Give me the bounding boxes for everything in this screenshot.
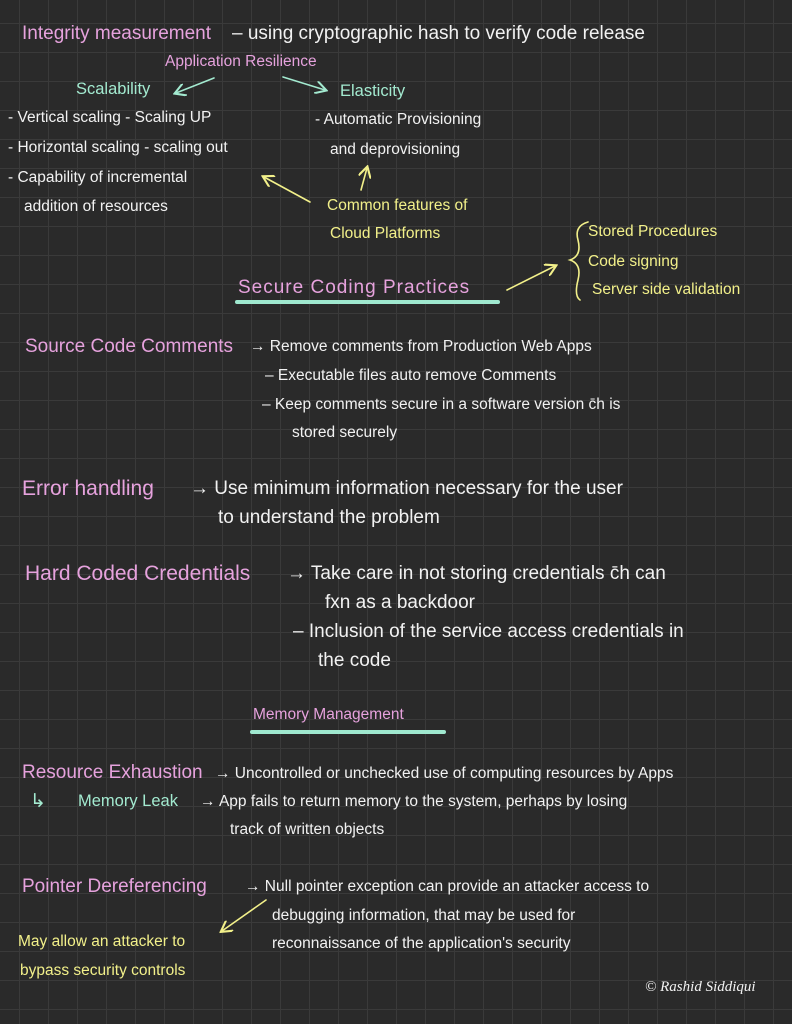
error-handling-line: → Use minimum information necessary for … xyxy=(190,478,623,499)
arrow-to-elasticity xyxy=(282,76,325,90)
pointer-note: May allow an attacker to xyxy=(18,933,186,950)
integrity-definition: – using cryptographic hash to verify cod… xyxy=(232,23,645,44)
source-comments-line: → Remove comments from Production Web Ap… xyxy=(250,338,592,355)
subpoint-arrow-icon: ↳ xyxy=(30,791,46,812)
integrity-term: Integrity measurement xyxy=(22,23,212,44)
arrow-to-secure-items xyxy=(506,266,555,291)
pointer-line: debugging information, that may be used … xyxy=(272,907,576,924)
hard-coded-line: the code xyxy=(318,650,391,671)
memory-leak-line: track of written objects xyxy=(230,821,385,838)
arrow-to-pointer-note xyxy=(222,899,267,931)
memory-underline xyxy=(250,730,446,734)
elasticity-item: - Automatic Provisioning xyxy=(315,111,482,128)
scalability-item: - Vertical scaling - Scaling UP xyxy=(8,109,212,126)
source-comments-line: – Executable files auto remove Comments xyxy=(265,367,557,384)
secure-item: Server side validation xyxy=(592,281,741,298)
source-comments-line: stored securely xyxy=(292,424,398,441)
resource-exhaustion-line: → Uncontrolled or unchecked use of compu… xyxy=(215,765,674,782)
scalability-item: addition of resources xyxy=(24,198,168,215)
resource-exhaustion-term: Resource Exhaustion xyxy=(22,762,203,783)
scalability-item: - Horizontal scaling - scaling out xyxy=(8,139,228,156)
elasticity-title: Elasticity xyxy=(340,82,406,100)
cloud-note: Cloud Platforms xyxy=(330,225,441,242)
brace xyxy=(567,221,589,301)
hard-coded-line: fxn as a backdoor xyxy=(325,592,475,613)
secure-item: Code signing xyxy=(588,253,679,270)
source-comments-term: Source Code Comments xyxy=(25,336,234,357)
elasticity-item: and deprovisioning xyxy=(330,141,461,158)
signature: © Rashid Siddiqui xyxy=(645,979,756,995)
memory-title: Memory Management xyxy=(253,706,404,723)
hard-coded-line: → Take care in not storing credentials c… xyxy=(287,563,666,584)
secure-coding-title: Secure Coding Practices xyxy=(238,277,471,298)
error-handling-line: to understand the problem xyxy=(218,507,440,528)
resilience-title: Application Resilience xyxy=(165,53,317,70)
pointer-note: bypass security controls xyxy=(20,962,186,979)
pointer-term: Pointer Dereferencing xyxy=(22,876,207,897)
pointer-line: reconnaissance of the application's secu… xyxy=(272,935,571,952)
arrow-to-elasticity-items xyxy=(361,168,367,191)
hard-coded-line: – Inclusion of the service access creden… xyxy=(293,621,684,642)
secure-coding-underline xyxy=(235,300,500,304)
memory-leak-line: → App fails to return memory to the syst… xyxy=(200,793,628,810)
arrow-to-scalability xyxy=(176,77,215,93)
scalability-item: - Capability of incremental xyxy=(8,169,188,186)
source-comments-line: – Keep comments secure in a software ver… xyxy=(262,396,621,413)
pointer-line: → Null pointer exception can provide an … xyxy=(245,878,650,895)
hard-coded-term: Hard Coded Credentials xyxy=(25,562,251,585)
arrow-to-scalability-items xyxy=(264,177,311,203)
scalability-title: Scalability xyxy=(76,80,151,98)
error-handling-term: Error handling xyxy=(22,477,154,500)
cloud-note: Common features of xyxy=(327,197,468,214)
secure-item: Stored Procedures xyxy=(588,223,718,240)
memory-leak-term: Memory Leak xyxy=(78,792,178,810)
